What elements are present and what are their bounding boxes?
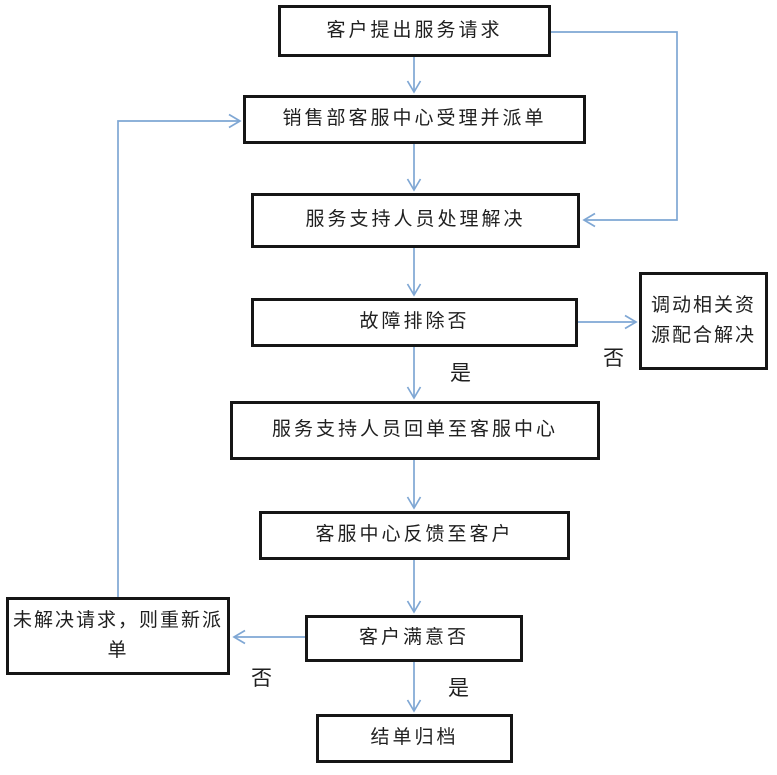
node-archive: 结单归档 bbox=[316, 714, 513, 763]
node-return-order: 服务支持人员回单至客服中心 bbox=[230, 401, 600, 460]
label-satisfy-no: 否 bbox=[251, 666, 272, 690]
node-support-resolve: 服务支持人员处理解决 bbox=[251, 193, 580, 248]
node-satisfy-check: 客户满意否 bbox=[305, 615, 523, 662]
node-dispatch-order: 销售部客服中心受理并派单 bbox=[243, 95, 586, 144]
node-customer-request: 客户提出服务请求 bbox=[278, 5, 551, 57]
node-mobilize-resources: 调动相关资源配合解决 bbox=[639, 272, 768, 370]
label-satisfy-yes: 是 bbox=[448, 676, 469, 700]
node-redispatch: 未解决请求，则重新派单 bbox=[6, 597, 230, 675]
arrow-redispatch-loop-to-dispatch bbox=[117, 113, 242, 597]
arrow-request-bypass-to-support bbox=[551, 31, 678, 228]
label-fault-yes: 是 bbox=[450, 361, 471, 385]
node-fault-check: 故障排除否 bbox=[251, 298, 578, 347]
label-fault-no: 否 bbox=[603, 346, 624, 370]
node-feedback-customer: 客服中心反馈至客户 bbox=[259, 511, 570, 560]
